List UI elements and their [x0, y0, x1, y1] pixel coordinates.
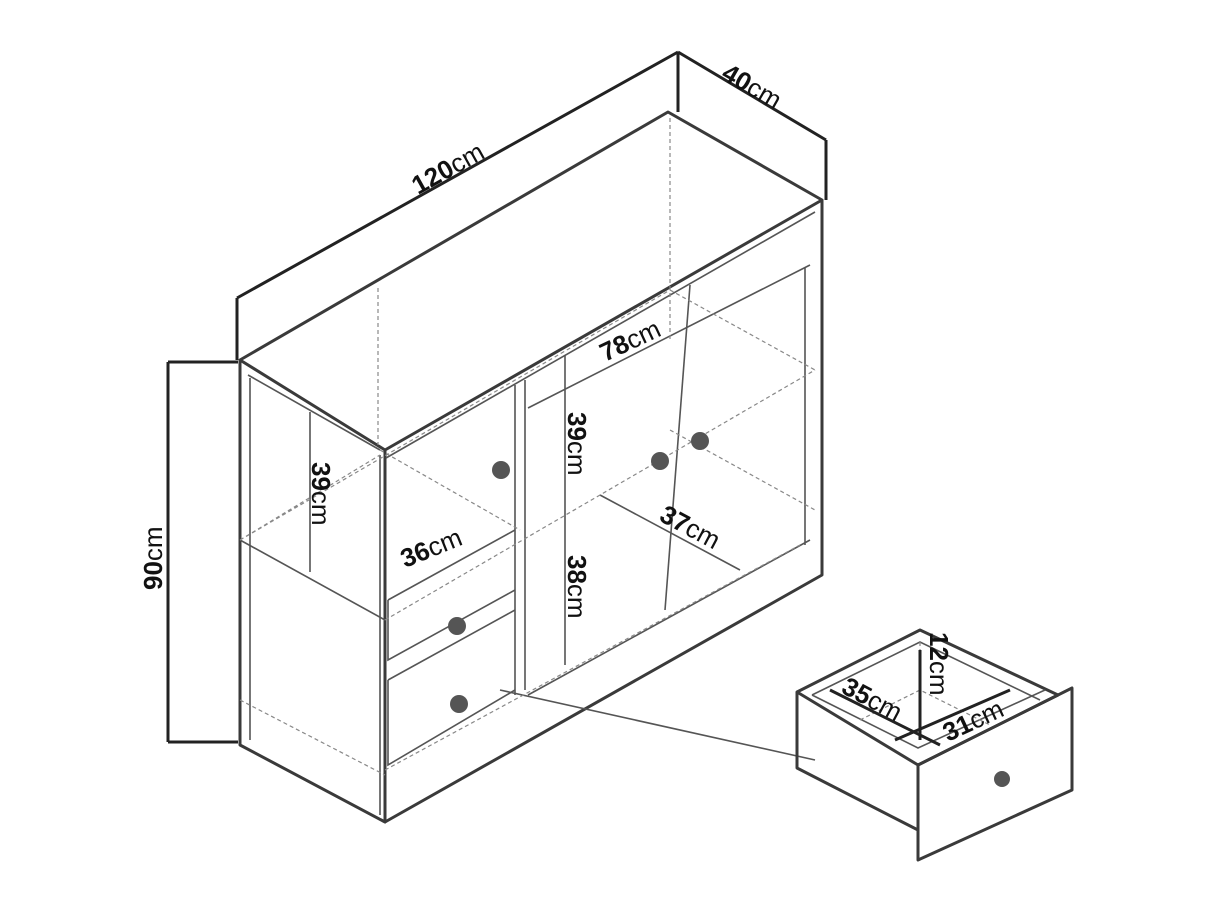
left-shelf-depth-label: 36cm: [396, 522, 466, 574]
right-inner-width-label: 78cm: [595, 313, 665, 367]
cabinet-body: [238, 110, 824, 824]
height-label: 90cm: [138, 526, 168, 590]
width-label: 120cm: [406, 136, 489, 200]
right-lower-height-label: 38cm: [562, 555, 592, 619]
drawer-detail: [795, 628, 1074, 862]
drawer-knob-bottom: [450, 695, 468, 713]
height-dimension-line: [166, 360, 238, 744]
door-knob-middle: [651, 452, 669, 470]
drawer-height-label: 12cm: [924, 632, 954, 696]
depth-label: 40cm: [717, 57, 787, 115]
drawer-knob-top: [448, 617, 466, 635]
drawer-width-label: 35cm: [837, 671, 907, 727]
width-dimension-line: [235, 50, 680, 360]
right-upper-height-label: 39cm: [562, 412, 592, 476]
depth-dimension-line: [677, 50, 828, 200]
drawer-detail-knob: [994, 771, 1010, 787]
left-shelf-height-label: 39cm: [306, 462, 336, 526]
knobs: [448, 432, 709, 713]
right-shelf-depth-label: 37cm: [655, 499, 725, 555]
door-knob-left: [492, 461, 510, 479]
door-knob-right: [691, 432, 709, 450]
drawer-depth-label: 31cm: [938, 693, 1008, 747]
